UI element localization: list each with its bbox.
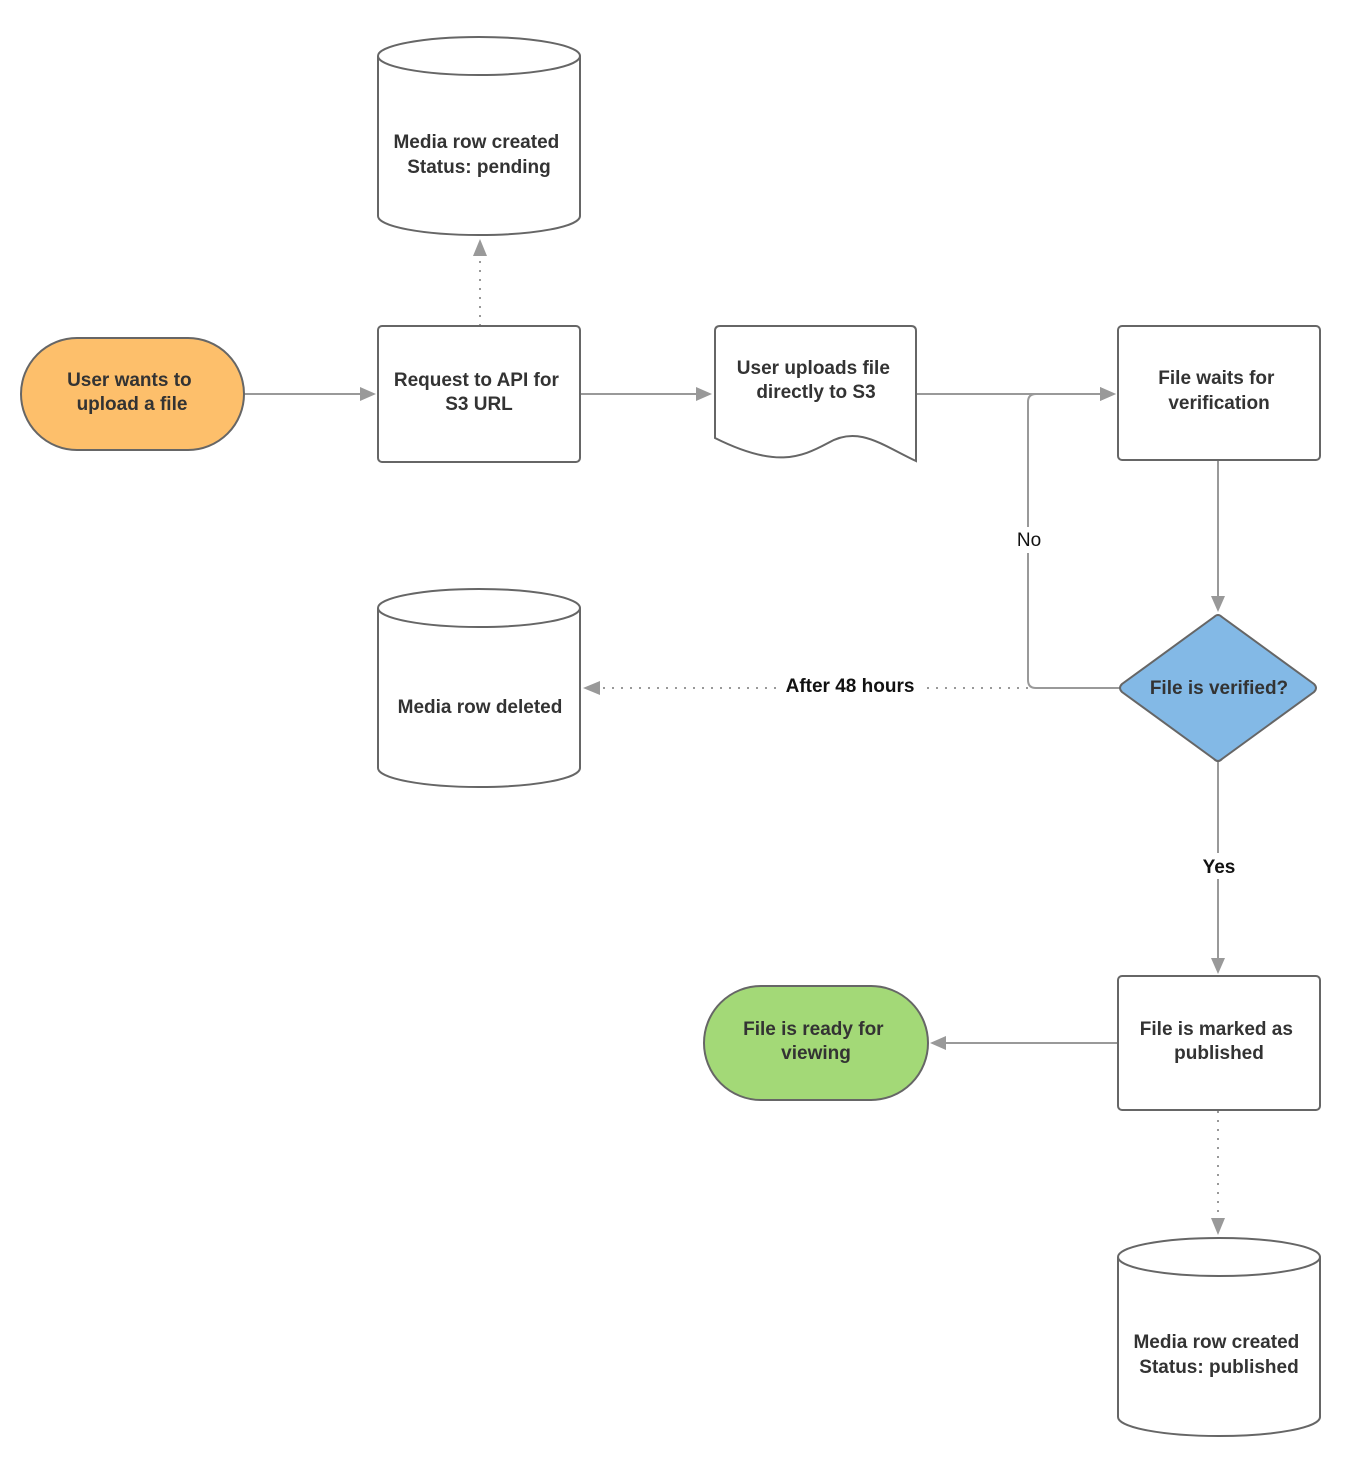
media-published-database[interactable]: Media row created Status: published: [1117, 1237, 1321, 1437]
yes-label-bg: [1196, 853, 1242, 879]
edge-request-to-uploads: [580, 387, 712, 401]
request-api-node[interactable]: Request to API for S3 URL: [377, 325, 581, 463]
edge-published-to-media-row: [1211, 1111, 1225, 1235]
ready-viewing-label: File is ready for viewing: [743, 1019, 889, 1064]
after-48-hours-label: After 48 hours: [786, 676, 915, 697]
edge-start-to-request: [244, 387, 376, 401]
no-label: No: [1017, 530, 1041, 551]
edge-request-to-media-pending: [473, 239, 487, 326]
file-waits-label: File waits for verification: [1158, 368, 1279, 414]
after-label-bg: [780, 674, 920, 700]
edge-published-to-ready: [930, 1036, 1118, 1050]
no-label-bg: [1012, 527, 1046, 553]
marked-published-label: File is marked as published: [1140, 1019, 1298, 1064]
media-pending-database[interactable]: Media row created Status: pending: [377, 36, 581, 236]
file-verified-label: File is verified?: [1150, 678, 1288, 699]
user-uploads-document[interactable]: User uploads file directly to S3: [714, 325, 917, 463]
start-node[interactable]: User wants to upload a file: [20, 337, 245, 451]
ready-viewing-node[interactable]: File is ready for viewing: [703, 985, 929, 1101]
edge-decision-to-deleted: [583, 681, 1028, 695]
marked-published-node[interactable]: File is marked as published: [1117, 975, 1321, 1111]
request-api-label: Request to API for S3 URL: [394, 370, 564, 415]
start-node-label: User wants to upload a file: [67, 370, 197, 415]
media-published-label: Media row created Status: published: [1133, 1332, 1304, 1378]
media-pending-label: Media row created Status: pending: [393, 132, 564, 178]
file-verified-decision[interactable]: File is verified?: [1119, 614, 1317, 762]
file-waits-node[interactable]: File waits for verification: [1117, 325, 1321, 461]
yes-label: Yes: [1203, 857, 1236, 878]
edge-waits-to-decision: [1211, 460, 1225, 612]
user-uploads-label: User uploads file directly to S3: [737, 358, 895, 403]
media-deleted-database[interactable]: Media row deleted: [377, 588, 581, 788]
media-deleted-label: Media row deleted: [398, 697, 563, 718]
